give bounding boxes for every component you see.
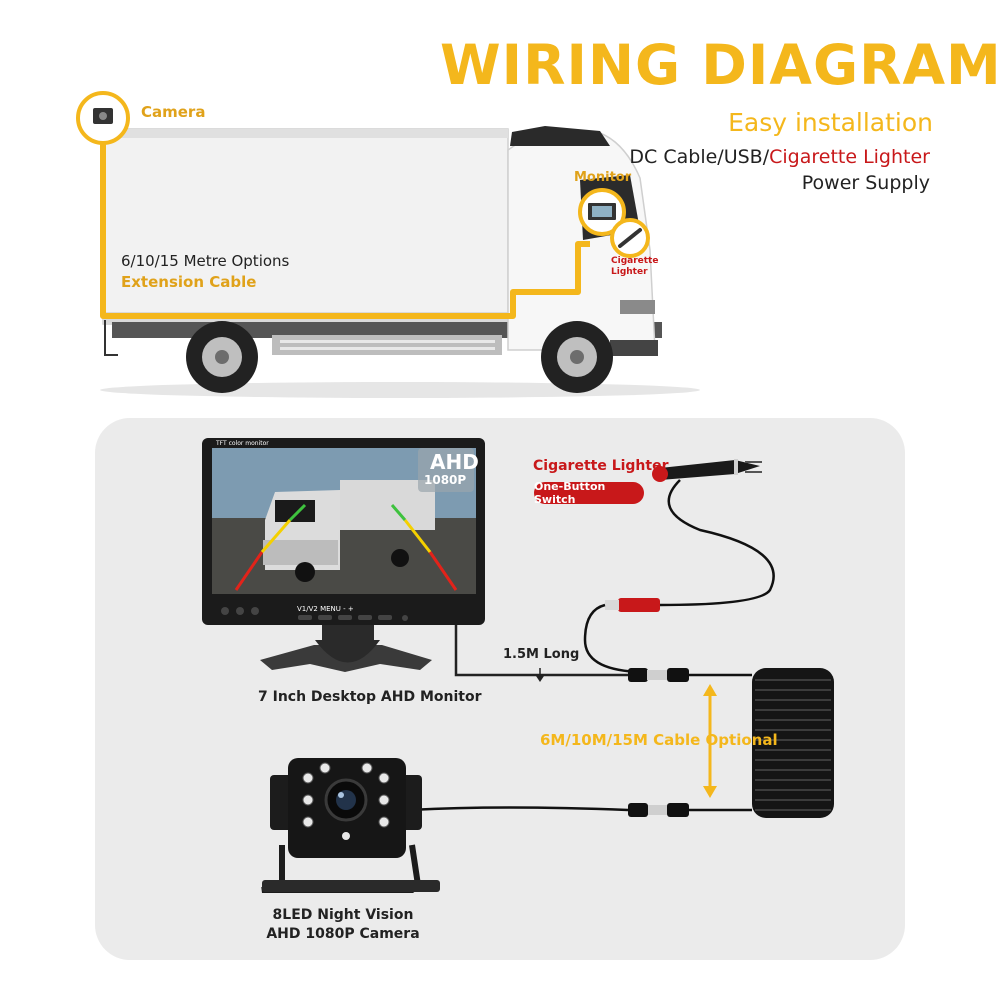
truck-front-wheel: [541, 321, 613, 393]
upper-aviation-connector: [628, 668, 752, 682]
truck-illustration: [76, 91, 700, 398]
truck-rear-wheel: [186, 321, 258, 393]
cigarette-lighter-label: Cigarette Lighter: [533, 458, 669, 474]
monitor-button-labels: V1/V2 MENU - +: [297, 605, 354, 613]
power-supply-highlight: Cigarette Lighter: [769, 146, 930, 168]
truck-monitor-marker: [578, 188, 626, 236]
camera-cable: [411, 806, 629, 812]
power-supply-prefix: DC Cable/USB/: [629, 146, 770, 168]
cigarette-lighter-plug: [652, 459, 762, 482]
power-supply-line-1: DC Cable/USB/Cigarette Lighter: [629, 148, 930, 167]
ahd-badge-text: AHD: [430, 450, 479, 474]
power-cable: [659, 479, 775, 607]
truck-camera-label: Camera: [141, 103, 206, 121]
metre-options-label: 6/10/15 Metre Options: [121, 252, 290, 270]
cable-length-arrow: [703, 684, 717, 798]
coiled-cable: [752, 668, 834, 818]
cable-optional-label: 6M/10M/15M Cable Optional: [540, 731, 778, 749]
one-button-switch-badge: One-Button Switch: [534, 480, 644, 506]
camera-device: [261, 758, 440, 893]
truck-cigarette-label: Cigarette Lighter: [611, 256, 659, 277]
monitor-brand-text: TFT color monitor: [216, 440, 269, 447]
monitor-caption: 7 Inch Desktop AHD Monitor: [258, 689, 482, 705]
truck-wiring-path: [100, 138, 590, 319]
dc-connector-red: [618, 598, 660, 612]
cable-length-label: 1.5M Long: [503, 647, 580, 662]
monitor-device: [202, 438, 485, 672]
truck-monitor-label: Monitor: [574, 170, 632, 185]
monitor-cable: [454, 622, 640, 677]
resolution-badge-text: 1080P: [424, 473, 467, 487]
truck-cargo-box: [102, 128, 509, 325]
lower-aviation-connector: [628, 803, 752, 817]
truck-cigarette-marker: [610, 218, 650, 258]
camera-caption-line-2: AHD 1080P Camera: [266, 926, 420, 942]
page-title: WIRING DIAGRAM: [440, 33, 1000, 97]
page-subtitle: Easy installation: [728, 108, 933, 137]
power-supply-line-2: Power Supply: [801, 172, 930, 194]
camera-caption-line-1: 8LED Night Vision: [272, 907, 414, 923]
truck-camera-marker: [76, 91, 130, 145]
extension-cable-label: Extension Cable: [121, 273, 257, 291]
